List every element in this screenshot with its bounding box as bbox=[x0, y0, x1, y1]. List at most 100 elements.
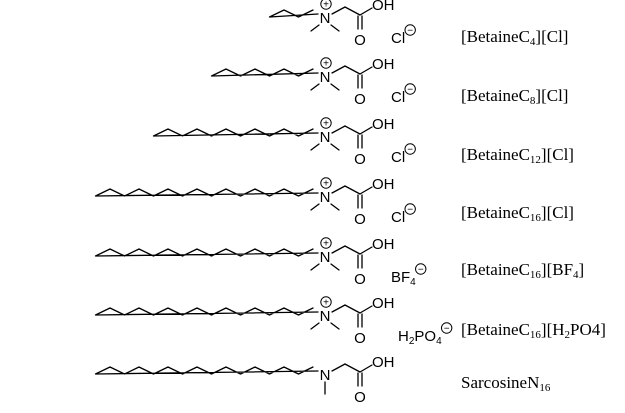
compound-label: SarcosineN16 bbox=[461, 373, 550, 394]
label-post: ] bbox=[578, 260, 585, 279]
c-oh-bond bbox=[359, 126, 373, 135]
positive-charge-sign: + bbox=[323, 239, 329, 250]
negative-charge-sign: − bbox=[407, 205, 413, 216]
methyl-bond-left bbox=[310, 263, 320, 271]
compound-label: [BetaineC12][Cl] bbox=[461, 145, 574, 166]
nitrogen-atom: N bbox=[320, 69, 331, 86]
compound-label: [BetaineC4][Cl] bbox=[461, 27, 568, 48]
carbonyl-oxygen: O bbox=[354, 330, 366, 347]
c-oh-bond bbox=[359, 305, 373, 314]
label-mid: ][BF bbox=[540, 260, 574, 279]
compound-label: [BetaineC8][Cl] bbox=[461, 86, 568, 107]
negative-charge-circle bbox=[404, 203, 416, 215]
hydroxyl-group: OH bbox=[372, 354, 395, 371]
negative-charge-sign: − bbox=[407, 26, 413, 37]
alkyl-chain bbox=[94, 366, 319, 375]
c-oh-bond bbox=[359, 246, 373, 255]
ch2-cooh-bond bbox=[344, 363, 361, 373]
c-oh-bond bbox=[359, 66, 373, 75]
methyl-bond-left bbox=[310, 203, 320, 211]
label-pre: [BetaineC bbox=[461, 27, 530, 46]
hydroxyl-group: OH bbox=[372, 116, 395, 133]
ch2-cooh-bond bbox=[344, 125, 361, 135]
hydroxyl-group: OH bbox=[372, 236, 395, 253]
compound-label: [BetaineC16][H2PO4] bbox=[461, 320, 606, 341]
methyl-bond-right bbox=[330, 203, 340, 211]
ch2-cooh-bond bbox=[344, 6, 361, 16]
counter-anion: BF4 bbox=[391, 269, 416, 288]
alkyl-chain bbox=[152, 128, 319, 137]
label-sub1: 16 bbox=[529, 329, 541, 341]
nitrogen-atom: N bbox=[320, 189, 331, 206]
hydroxyl-group: OH bbox=[372, 56, 395, 73]
methyl-bond-left bbox=[310, 143, 320, 151]
alkyl-chain bbox=[210, 68, 319, 77]
carbonyl-oxygen: O bbox=[354, 91, 366, 108]
label-pre: [BetaineC bbox=[461, 320, 530, 339]
n-ch2-bond bbox=[331, 6, 346, 15]
hydroxyl-group: OH bbox=[372, 176, 395, 193]
nitrogen-atom: N bbox=[320, 367, 331, 384]
positive-charge-sign: + bbox=[323, 298, 329, 309]
alkyl-chain bbox=[94, 248, 319, 257]
label-sub1: 8 bbox=[529, 95, 536, 107]
negative-charge-circle bbox=[440, 322, 453, 334]
label-mid: ][Cl] bbox=[535, 86, 569, 105]
ch2-cooh-bond bbox=[344, 185, 361, 195]
carbonyl-oxygen: O bbox=[354, 271, 366, 288]
negative-charge-sign: − bbox=[407, 85, 413, 96]
ch2-cooh-bond bbox=[344, 245, 361, 255]
carbonyl-oxygen: O bbox=[354, 32, 366, 49]
label-pre: [BetaineC bbox=[461, 260, 530, 279]
n-ch2-bond bbox=[331, 304, 346, 313]
n-ch2-bond bbox=[331, 185, 346, 194]
label-pre: SarcosineN bbox=[461, 373, 540, 392]
c-oh-bond bbox=[359, 186, 373, 195]
label-mid: ][Cl] bbox=[535, 27, 569, 46]
counter-anion: Cl bbox=[391, 89, 405, 106]
counter-anion: Cl bbox=[391, 149, 405, 166]
label-pre: [BetaineC bbox=[461, 86, 530, 105]
label-sub1: 4 bbox=[529, 36, 536, 48]
nitrogen-atom: N bbox=[320, 129, 331, 146]
carbonyl-oxygen: O bbox=[354, 211, 366, 228]
methyl-bond-right bbox=[330, 322, 340, 330]
ch2-cooh-bond bbox=[344, 304, 361, 314]
nitrogen-atom: N bbox=[320, 10, 331, 27]
molecule-2: N+ OH O Cl− bbox=[210, 56, 416, 108]
alkyl-chain bbox=[268, 9, 319, 18]
alkyl-chain bbox=[94, 188, 319, 197]
label-post: PO4] bbox=[570, 320, 606, 339]
negative-charge-circle bbox=[404, 24, 416, 36]
nitrogen-atom: N bbox=[320, 308, 331, 325]
ch2-cooh-bond bbox=[344, 65, 361, 75]
label-mid: ][Cl] bbox=[540, 203, 574, 222]
methyl-bond-right bbox=[330, 83, 340, 91]
negative-charge-circle bbox=[404, 83, 416, 95]
positive-charge-circle bbox=[320, 117, 332, 129]
methyl-bond-right bbox=[330, 143, 340, 151]
methyl-bond-left bbox=[310, 24, 320, 32]
methyl-bond-right bbox=[330, 24, 340, 32]
alkyl-chain bbox=[94, 307, 319, 316]
compound-label: [BetaineC16][Cl] bbox=[461, 203, 574, 224]
label-pre: [BetaineC bbox=[461, 145, 530, 164]
negative-charge-sign: − bbox=[407, 145, 413, 156]
positive-charge-sign: + bbox=[323, 59, 329, 70]
label-sub2: 2 bbox=[564, 329, 571, 341]
c-oh-bond bbox=[359, 7, 373, 16]
carbonyl-oxygen: O bbox=[354, 151, 366, 168]
label-pre: [BetaineC bbox=[461, 203, 530, 222]
label-sub1: 16 bbox=[529, 269, 541, 281]
negative-charge-circle bbox=[404, 143, 416, 155]
hydroxyl-group: OH bbox=[372, 0, 395, 14]
n-ch2-bond bbox=[331, 65, 346, 74]
label-mid: ][Cl] bbox=[540, 145, 574, 164]
n-ch2-bond bbox=[331, 363, 346, 372]
methyl-bond-left bbox=[310, 83, 320, 91]
n-ch2-bond bbox=[331, 245, 346, 254]
